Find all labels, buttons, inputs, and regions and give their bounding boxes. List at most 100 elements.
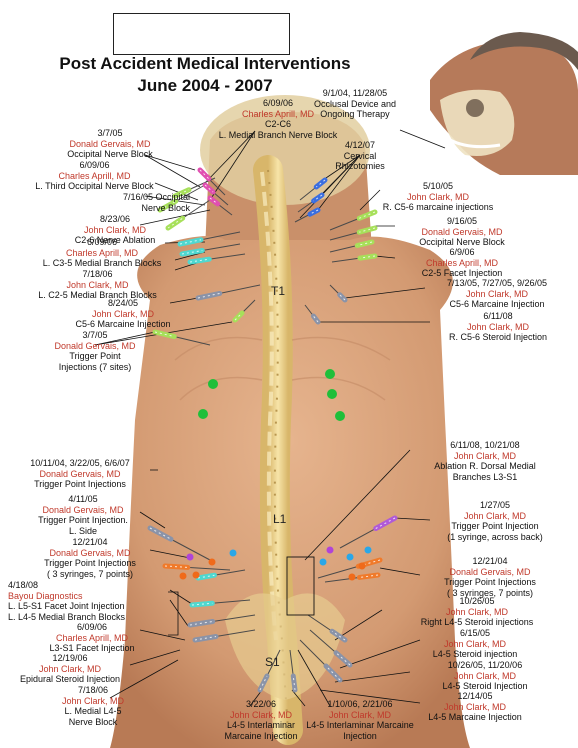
annotation-doctor: John Clark, MD [465,288,528,299]
annotation-line: Occlusal Device and [313,98,397,109]
leader-line [344,287,426,299]
syringe [179,243,241,257]
annotation-date: 1/27/05 [479,500,511,510]
leader-line [317,154,361,211]
annotation-line: C2-6 Nerve Ablation [74,235,156,245]
annotation-line: (1 syringe, across back) [447,531,543,542]
annotation-doctor: Charles Aprill, MD [425,257,499,268]
leader-line [291,689,306,707]
leader-line [334,609,383,641]
annotation-line: Injection [343,730,377,741]
lumbar-highlight-box [286,556,315,616]
annotation-doctor: Donald Gervais, MD [42,504,124,515]
annotation-date: 6/09/06 [262,98,294,108]
syringe [162,563,231,571]
annotation-line: Ablation R. Dorsal Medial [434,461,536,471]
injection-dot [192,571,200,579]
syringe [294,207,321,223]
annotation-date: 6/9/06 [449,247,475,257]
annotation-date: 6/09/06 [76,622,108,632]
annotation-date: 6/09/06 [86,237,118,247]
leader-line [109,659,179,699]
annotation-line: L. L5-S1 Facet Joint Injection [8,601,125,611]
injection-dot [346,553,354,561]
syringe-marks [309,209,319,215]
annotation-line: Cervical [343,150,377,161]
syringe [197,167,226,196]
torso [110,236,470,748]
annotation-line: L. Medial L4-5 [64,706,122,716]
annotation-line: L4-5 Marcaine Injection [428,712,522,722]
syringe-marks [199,169,210,180]
leader-line [144,154,201,188]
annotation-line: Rhizotomies [335,161,385,171]
syringe-marks [292,675,296,691]
annotation-line: L3-S1 Facet Injection [49,643,135,653]
syringe-marks [375,517,396,529]
annotation-doctor: Donald Gervais, MD [39,468,121,479]
syringe-marks [315,179,326,188]
syringe [289,649,298,693]
annotation-date: 10/26/05 [459,596,495,606]
syringe [329,225,378,241]
syringe [207,195,233,216]
annotation-date: 7/18/06 [77,685,109,695]
green-marker [327,389,337,399]
syringe-marks [209,197,219,205]
green-marker [208,379,218,389]
leader-line [339,639,421,669]
syringe [339,515,398,549]
annotation-line: L. C2-5 Medial Branch Blocks [38,290,157,300]
syringe [195,284,261,301]
syringe [299,639,343,683]
annotation-line: L. Third Occipital Nerve Block [35,181,154,191]
syringes [147,167,398,693]
annotation-doctor: John Clark, MD [328,709,391,720]
annotation-doctor: John Clark, MD [406,191,469,202]
trigger-point-markers [198,369,345,421]
injection-dots [179,546,372,581]
annotation-doctor: Charles Aprill, MD [241,108,315,119]
syringe-marks [164,565,188,568]
syringe-marks [234,312,243,321]
face-image [418,32,578,175]
syringe-marks [194,636,217,641]
leader-line [299,154,361,219]
annotation-line: Trigger Point Injections [44,558,136,568]
leader-line [374,255,396,259]
leader-line [139,629,186,641]
syringe-barrel [257,673,270,693]
green-marker [325,369,335,379]
annotation-line: L. L4-5 Medial Branch Blocks [8,611,126,622]
annotation-doctor: Charles Aprill, MD [58,170,131,181]
syringe [297,192,325,213]
annotation-date: 3/7/05 [97,128,123,138]
leader-line [144,154,196,171]
annotation-doctor: Donald Gervais, MD [449,566,531,577]
leader-line [94,331,156,346]
annotation-line: Right L4-5 Steroid injections [420,617,534,627]
annotation-date: 6/11/08 [483,311,513,321]
annotation-doctor: John Clark, MD [445,606,508,617]
annotation-line: L4-5 Interlaminar Marcaine [306,720,414,730]
annotation-doctor: Charles Aprill, MD [55,632,129,643]
annotation-line: Trigger Point Injections [444,577,536,587]
leader-line [304,449,411,561]
injection-dot [186,553,194,561]
syringe [187,253,246,265]
injection-dot [179,572,187,580]
annotation-doctor: John Clark, MD [463,510,526,521]
annotation-doctor: John Clark, MD [443,701,506,712]
